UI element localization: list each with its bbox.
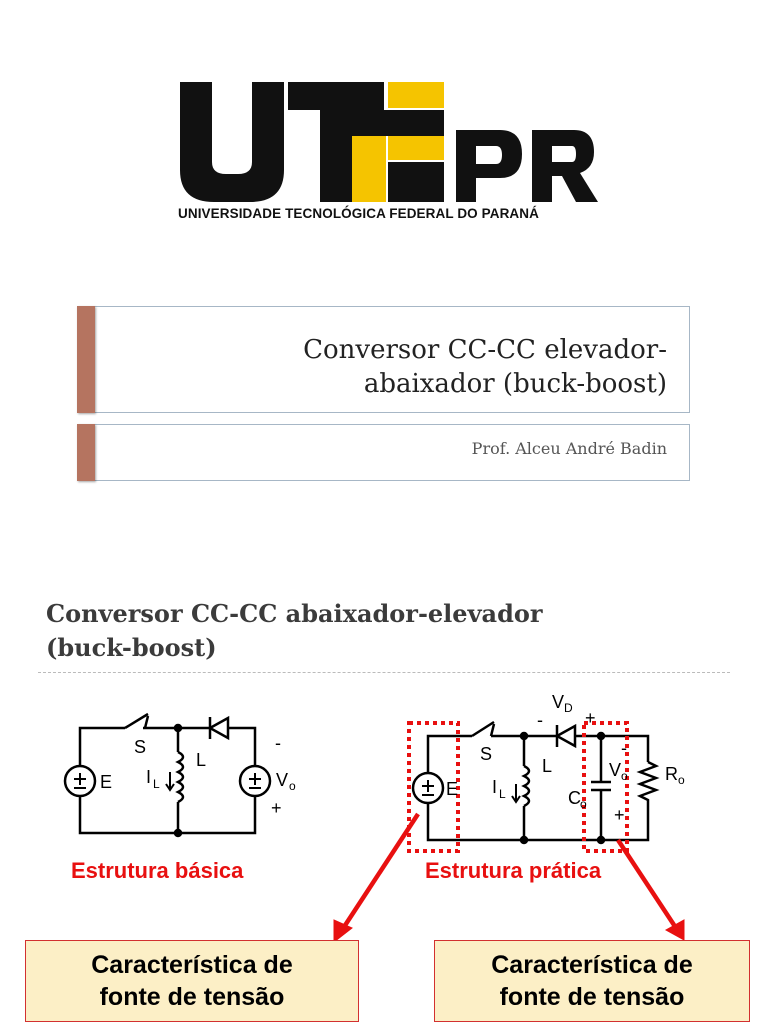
capacitor-icon <box>591 736 611 840</box>
practical-labels: V D - + S L I L E C o V o - + R o <box>446 692 685 825</box>
output-label: V <box>609 760 621 780</box>
output-sub: o <box>289 779 296 793</box>
current-label: I <box>146 767 151 787</box>
char-right-line2: fonte de tensão <box>499 983 685 1011</box>
switch-label: S <box>480 744 492 764</box>
divider <box>38 672 730 673</box>
switch-icon <box>471 720 495 738</box>
output-plus: + <box>614 805 625 825</box>
practical-caption: Estrutura prática <box>425 858 602 883</box>
accent-bar <box>77 424 95 481</box>
section-title: Conversor CC-CC abaixador-elevador (buck… <box>46 597 736 665</box>
inductor-icon <box>521 764 531 808</box>
basic-circuit <box>63 712 272 838</box>
section-title-line2: (buck-boost) <box>46 633 217 662</box>
switch-icon <box>124 712 149 730</box>
basic-labels: S L I L E V o - + <box>100 733 296 818</box>
current-label: I <box>492 777 497 797</box>
characteristic-box-right: Característica de fonte de tensão <box>434 940 750 1022</box>
utfpr-logo: UNIVERSIDADE TECNOLÓGICA FEDERAL DO PARA… <box>170 78 600 228</box>
capacitor-sub: o <box>580 797 587 811</box>
char-right-line1: Característica de <box>491 951 693 979</box>
utfpr-logo-mark <box>180 82 598 202</box>
accent-bar <box>77 306 95 413</box>
switch-label: S <box>134 737 146 757</box>
diode-sub: D <box>564 701 573 715</box>
char-left-line2: fonte de tensão <box>99 983 285 1011</box>
diode-label: V <box>552 692 564 712</box>
resistor-icon <box>636 760 660 808</box>
title-box: Conversor CC-CC elevador- abaixador (buc… <box>77 306 690 413</box>
section-title-line1: Conversor CC-CC abaixador-elevador <box>46 599 543 628</box>
slide-title-line2: abaixador (buck-boost) <box>363 369 667 399</box>
diode-icon <box>554 723 577 749</box>
source-highlight <box>407 721 460 853</box>
resistor-sub: o <box>678 773 685 787</box>
slide-title-line1: Conversor CC-CC elevador- <box>303 335 667 365</box>
source-label: E <box>446 779 458 799</box>
current-sub: L <box>499 787 506 801</box>
voltage-source-icon <box>411 771 445 805</box>
output-sub: o <box>621 769 628 783</box>
practical-circuit <box>411 720 660 845</box>
basic-caption: Estrutura básica <box>71 858 244 883</box>
voltage-source-icon <box>63 764 97 798</box>
diode-minus: - <box>537 710 543 730</box>
source-label: E <box>100 772 112 792</box>
arrow-icon <box>616 838 685 941</box>
resistor-label: R <box>665 764 678 784</box>
diode-plus: + <box>585 708 596 728</box>
inductor-label: L <box>196 750 206 770</box>
university-name: UNIVERSIDADE TECNOLÓGICA FEDERAL DO PARA… <box>178 206 539 221</box>
output-label: V <box>276 770 288 790</box>
inductor-label: L <box>542 756 552 776</box>
current-sub: L <box>153 777 160 791</box>
circuit-diagrams: S L I L E V o - + <box>63 692 685 944</box>
slide-title: Conversor CC-CC elevador- abaixador (buc… <box>303 333 667 401</box>
minus-label: - <box>275 733 281 753</box>
subtitle-box: Prof. Alceu André Badin <box>77 424 690 481</box>
output-minus: - <box>621 738 627 758</box>
output-highlight <box>582 721 629 853</box>
diode-icon <box>207 715 230 741</box>
char-left-line1: Característica de <box>91 951 293 979</box>
plus-label: + <box>271 798 282 818</box>
arrow-icon <box>333 812 420 944</box>
characteristic-box-left: Característica de fonte de tensão <box>25 940 359 1022</box>
author-name: Prof. Alceu André Badin <box>471 439 667 458</box>
voltage-source-icon <box>238 764 272 798</box>
capacitor-label: C <box>568 788 581 808</box>
inductor-icon <box>175 750 185 804</box>
